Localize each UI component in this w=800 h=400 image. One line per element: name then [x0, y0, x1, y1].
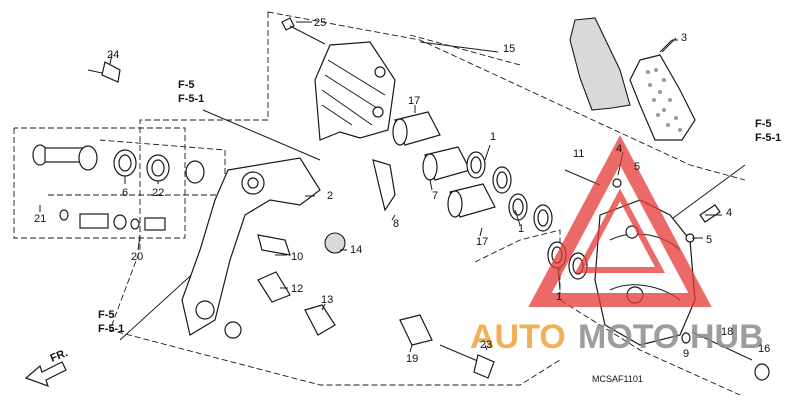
callout-1a: 1: [490, 131, 496, 143]
frame-pinkit: [48, 139, 226, 196]
callout-25: 25: [314, 17, 326, 29]
watermark-triangle-icon: [528, 135, 712, 307]
watermark-text: AUTO MOTO HUB: [470, 318, 764, 356]
callout-17b: 17: [476, 236, 488, 248]
bolt-18-16: [691, 331, 770, 381]
callout-18: 18: [721, 326, 733, 338]
watermark-auto: AUTO: [470, 318, 566, 356]
ref-right-line2: F-5-1: [755, 132, 781, 144]
bolt-24: [87, 61, 121, 83]
ref-left-line2: F-5-1: [98, 323, 124, 335]
spring-10: [257, 234, 291, 256]
callout-2: 2: [327, 190, 333, 202]
pin-kit-20: [59, 209, 166, 231]
callout-19: 19: [406, 353, 418, 365]
pin-kit-21: [32, 144, 98, 171]
callout-4: 4: [726, 207, 732, 219]
bolt-12: [257, 271, 291, 303]
boot-13: [304, 304, 336, 336]
leader-lines: [39, 21, 722, 353]
callout-24: 24: [107, 49, 119, 61]
caliper-bracket: [181, 157, 321, 339]
callout-7: 7: [432, 190, 438, 202]
callout-5b: 5: [706, 234, 712, 246]
diagram-code: MCSAF1101: [592, 374, 643, 384]
callout-1b: 1: [518, 223, 524, 235]
callout-12: 12: [291, 283, 303, 295]
ref-right-line1: F-5: [755, 118, 772, 130]
pin-11: [564, 169, 601, 186]
callout-22: 22: [152, 187, 164, 199]
frame-main: [109, 12, 561, 386]
callout-15: 15: [503, 43, 515, 55]
piston-seals: [466, 151, 588, 280]
callout-9: 9: [683, 348, 689, 360]
boot-14: [324, 232, 346, 254]
callout-10: 10: [291, 251, 303, 263]
callout-21: 21: [34, 213, 46, 225]
frame-upper: [267, 11, 746, 181]
callout-3: 3: [681, 32, 687, 44]
frame-left: [13, 127, 186, 239]
callout-20: 20: [131, 251, 143, 263]
ref-left-line1: F-5: [98, 309, 115, 321]
bolt-25: [281, 17, 326, 45]
bleeder-4: [699, 204, 721, 223]
callout-5a: 5: [634, 161, 640, 173]
ref-line-top: [202, 109, 321, 161]
pistons: [392, 111, 496, 218]
brake-pad-set: [569, 17, 696, 141]
callout-11: 11: [573, 148, 584, 160]
callout-13: 13: [321, 294, 333, 306]
callout-23: 23: [480, 339, 492, 351]
callout-14: 14: [350, 244, 362, 256]
callout-17a: 17: [408, 95, 420, 107]
washer-9: [681, 332, 691, 344]
frame-top-line: [409, 34, 521, 66]
ref-top-line2: F-5-1: [178, 93, 204, 105]
bolt-23: [439, 344, 495, 379]
callout-16: 16: [758, 343, 770, 355]
watermark-moto: MOTO: [578, 318, 679, 356]
retainer-8: [372, 159, 396, 212]
watermark-logo: [528, 135, 712, 307]
front-arrow-icon: [24, 361, 67, 387]
callouts: 25 24 15 3 17 1 11 4 5 4 5 2 7 8 17 1 1 …: [34, 17, 770, 365]
pad-shim: [314, 41, 396, 141]
front-arrow: FR.: [24, 347, 70, 387]
sleeve-19: [399, 314, 433, 346]
callout-8: 8: [393, 218, 399, 230]
callout-6: 6: [122, 187, 128, 199]
reference-labels: F-5 F-5-1 F-5 F-5-1 F-5 F-5-1: [98, 79, 781, 335]
front-arrow-label: FR.: [49, 347, 70, 365]
watermark-inner-triangle-icon: [575, 188, 665, 273]
collars-6-22: [113, 149, 205, 184]
callout-4-top: 4: [616, 143, 622, 155]
ref-top-line1: F-5: [178, 79, 195, 91]
callout-1c: 1: [556, 291, 562, 303]
watermark-hub: HUB: [690, 318, 764, 356]
